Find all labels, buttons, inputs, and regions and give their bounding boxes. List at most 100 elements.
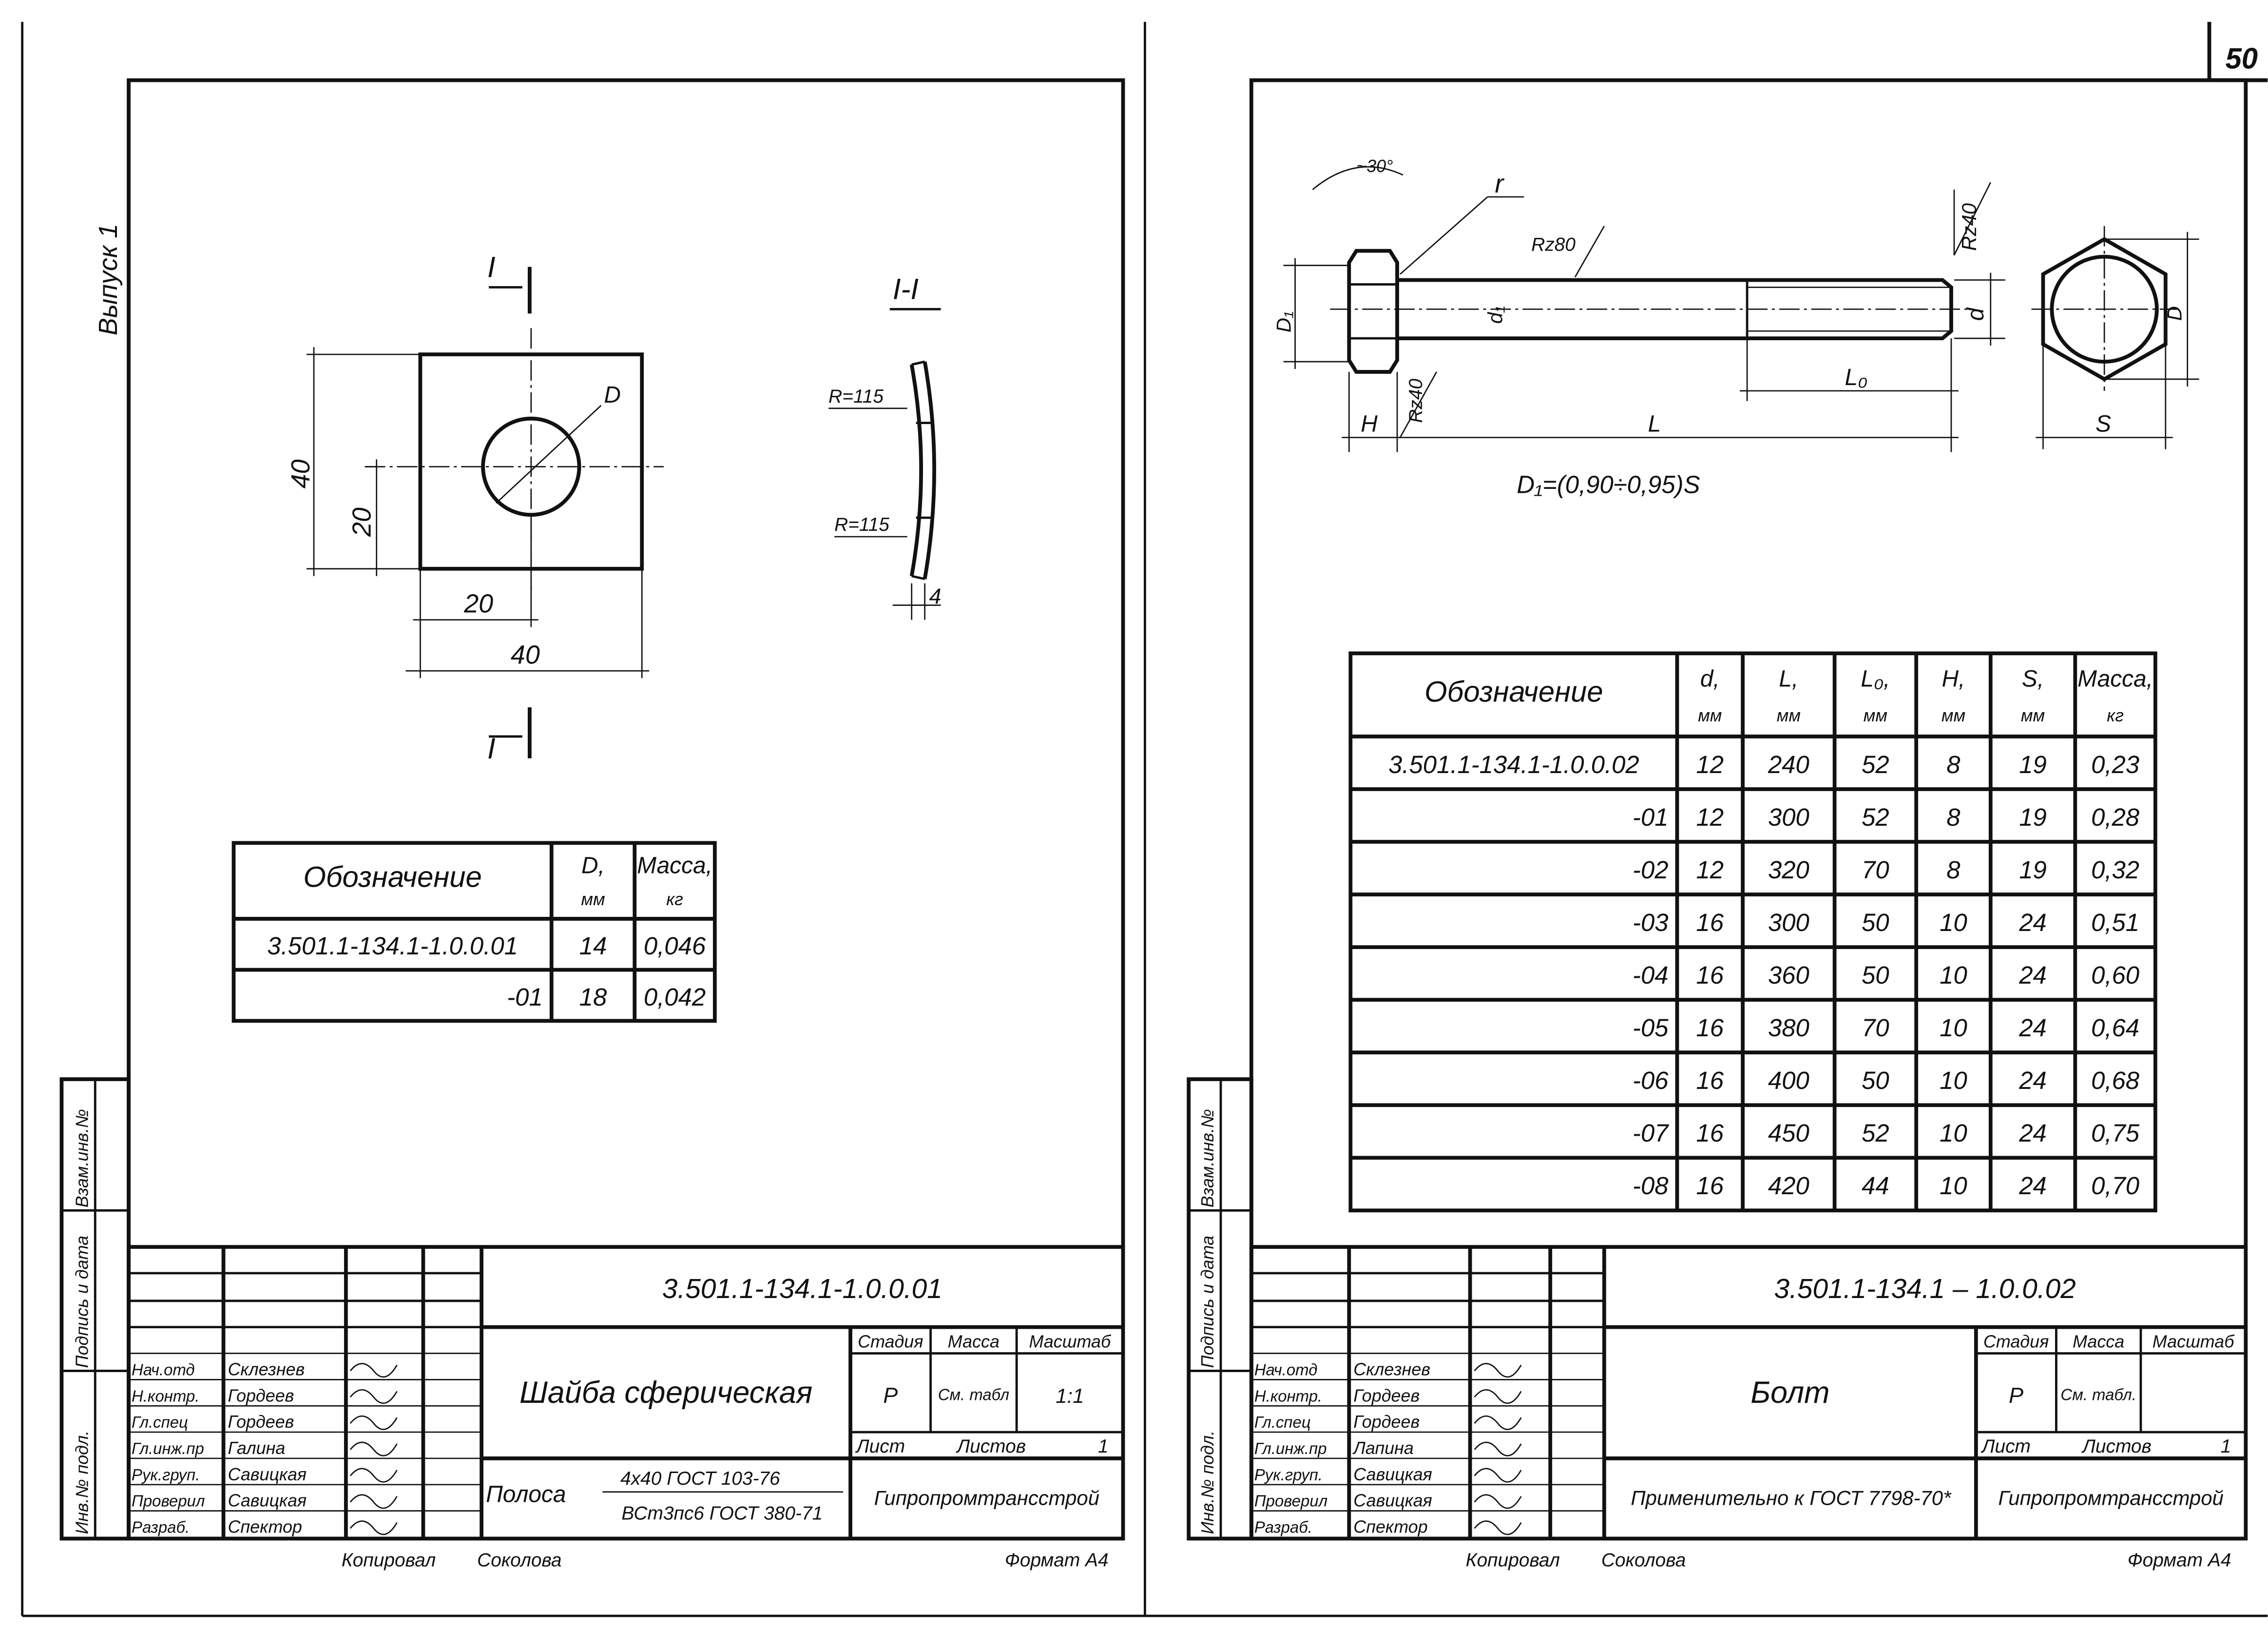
side-stamp-right: Взам.инв.№ Подпись и дата Инв.№ подл. bbox=[1187, 1077, 1253, 1541]
signature bbox=[1474, 1494, 1522, 1509]
column-header: L₀, bbox=[1861, 666, 1890, 692]
organization: Гипропромтрансстрой bbox=[1998, 1487, 2223, 1510]
diameter-formula: D₁=(0,90÷0,95)S bbox=[1517, 470, 1700, 498]
hole-diameter-label: D bbox=[604, 382, 621, 408]
radius-label-2: R=115 bbox=[834, 514, 889, 535]
signature bbox=[349, 1468, 398, 1483]
signature bbox=[349, 1494, 398, 1509]
designation-cell: -07 bbox=[1633, 1119, 1669, 1147]
stamp-vzam-inv: Взам.инв.№ bbox=[1198, 1109, 1217, 1207]
role-label: Гл.спец bbox=[132, 1413, 188, 1431]
dim-D1: D₁ bbox=[1272, 311, 1295, 332]
role-label: Рук.груп. bbox=[1254, 1466, 1323, 1484]
copied-label: Копировал bbox=[1466, 1550, 1560, 1571]
material-name: Полоса bbox=[486, 1482, 566, 1508]
designation-cell: -02 bbox=[1633, 856, 1669, 884]
person-name: Гордеев bbox=[1353, 1386, 1420, 1405]
value-cell: 10 bbox=[1940, 1067, 1967, 1094]
column-unit: мм bbox=[1864, 706, 1887, 725]
person-name: Спектор bbox=[228, 1517, 302, 1537]
dim-D: D bbox=[2163, 306, 2186, 321]
scale-header: Масштаб bbox=[1029, 1332, 1112, 1352]
stamp-podpis-data: Подпись и дата bbox=[1198, 1236, 1217, 1368]
role-label: Н.контр. bbox=[132, 1387, 199, 1405]
section-mark-top: I bbox=[487, 251, 496, 283]
person-name: Склезнев bbox=[1353, 1359, 1430, 1379]
dim-40-vertical: 40 bbox=[286, 459, 315, 488]
value-cell: 70 bbox=[1862, 856, 1889, 884]
value-cell: 0,28 bbox=[2091, 803, 2139, 831]
value-cell: 0,68 bbox=[2091, 1067, 2139, 1094]
value-cell: 0,60 bbox=[2091, 961, 2139, 989]
designation-cell: -01 bbox=[507, 983, 543, 1011]
designation-cell: -05 bbox=[1633, 1014, 1669, 1042]
stage-value: Р bbox=[2009, 1383, 2023, 1408]
scale-header: Масштаб bbox=[2153, 1332, 2235, 1352]
person-name: Гордеев bbox=[228, 1386, 294, 1405]
value-cell: 0,64 bbox=[2091, 1014, 2139, 1042]
sheets-count: 1 bbox=[1098, 1436, 1109, 1457]
document-title: Шайба сферическая bbox=[519, 1376, 812, 1410]
dim-S: S bbox=[2095, 411, 2111, 437]
value-cell: 0,51 bbox=[2091, 909, 2139, 936]
value-cell: 12 bbox=[1696, 751, 1724, 778]
value-cell: 400 bbox=[1768, 1067, 1809, 1094]
value-cell: 420 bbox=[1768, 1172, 1809, 1200]
value-cell: 14 bbox=[579, 932, 607, 960]
stamp-inv-podl: Инв.№ подл. bbox=[1198, 1431, 1217, 1534]
value-cell: 360 bbox=[1768, 961, 1809, 989]
radius-label-1: R=115 bbox=[828, 386, 884, 407]
value-cell: 24 bbox=[2018, 909, 2047, 936]
role-label: Проверил bbox=[1254, 1492, 1327, 1510]
sheet-label: Лист bbox=[855, 1436, 905, 1457]
value-cell: 10 bbox=[1940, 1119, 1967, 1147]
person-name: Савицкая bbox=[228, 1465, 307, 1484]
column-header: Обозначение bbox=[1424, 675, 1603, 708]
signature bbox=[1474, 1520, 1522, 1535]
standard-reference: Применительно к ГОСТ 7798-70* bbox=[1631, 1487, 1952, 1510]
value-cell: 0,042 bbox=[644, 983, 706, 1011]
value-cell: 18 bbox=[579, 983, 607, 1011]
column-unit: кг bbox=[2107, 706, 2124, 725]
value-cell: 240 bbox=[1768, 751, 1809, 778]
signature bbox=[349, 1389, 398, 1404]
value-cell: 10 bbox=[1940, 1172, 1967, 1200]
roughness-head: Rz40 bbox=[1405, 379, 1426, 423]
format-label: Формат А4 bbox=[1005, 1550, 1109, 1571]
role-label: Разраб. bbox=[132, 1518, 190, 1536]
stamp-podpis-data: Подпись и дата bbox=[72, 1236, 92, 1368]
copied-by: Соколова bbox=[477, 1550, 561, 1571]
value-cell: 320 bbox=[1768, 856, 1809, 884]
document-title: Болт bbox=[1750, 1376, 1829, 1410]
document-number: 3.501.1-134.1 – 1.0.0.02 bbox=[1774, 1274, 2076, 1304]
dim-40-horizontal: 40 bbox=[511, 640, 540, 669]
person-name: Гордеев bbox=[228, 1412, 294, 1432]
value-cell: 0,32 bbox=[2091, 856, 2139, 884]
value-cell: 16 bbox=[1696, 1014, 1724, 1042]
value-cell: 8 bbox=[1946, 751, 1960, 778]
dim-d1: d₁ bbox=[1483, 306, 1506, 324]
signature bbox=[1474, 1363, 1522, 1378]
value-cell: 16 bbox=[1696, 909, 1724, 936]
column-unit: мм bbox=[2021, 706, 2045, 725]
column-header: L, bbox=[1779, 666, 1798, 692]
chamfer-angle: ~30° bbox=[1356, 156, 1393, 176]
role-label: Н.контр. bbox=[1254, 1387, 1322, 1405]
value-cell: 50 bbox=[1862, 961, 1889, 989]
value-cell: 24 bbox=[2018, 961, 2047, 989]
fillet-radius-label: r bbox=[1495, 169, 1505, 198]
stamp-vzam-inv: Взам.инв.№ bbox=[72, 1109, 92, 1207]
signature bbox=[1474, 1468, 1522, 1483]
role-label: Нач.отд bbox=[132, 1360, 195, 1378]
mass-header: Масса bbox=[948, 1332, 999, 1352]
value-cell: 8 bbox=[1946, 803, 1960, 831]
value-cell: 10 bbox=[1940, 1014, 1967, 1042]
value-cell: 10 bbox=[1940, 961, 1967, 989]
person-name: Савицкая bbox=[1353, 1465, 1432, 1484]
mass-value: См. табл bbox=[938, 1385, 1009, 1403]
designation-cell: -04 bbox=[1633, 961, 1669, 989]
